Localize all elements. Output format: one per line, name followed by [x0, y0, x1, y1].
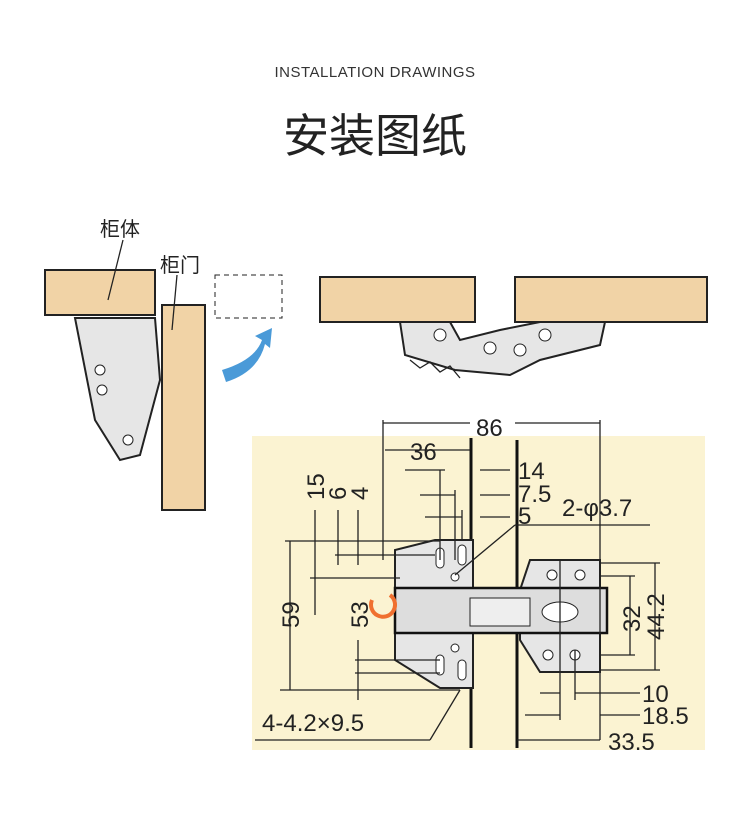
- dimension-drawing: 86 36 14 7.5 5 2-φ3.7 15 6 4 59 53 32 44…: [252, 415, 705, 756]
- top-view-drawing: [319, 276, 708, 379]
- dim-6: 6: [325, 487, 352, 500]
- open-door-outline: [214, 274, 283, 319]
- side-view-drawing: 柜体 柜门: [44, 217, 283, 511]
- dim-4: 4: [347, 487, 374, 500]
- dim-5: 5: [518, 503, 531, 530]
- hinge-arm-side: [73, 317, 162, 462]
- door-label: 柜门: [160, 253, 200, 277]
- watermark-logo: [369, 593, 398, 619]
- dim-86: 86: [476, 415, 503, 442]
- spring-icon: [409, 359, 461, 379]
- left-panel: [319, 276, 476, 323]
- subtitle: INSTALLATION DRAWINGS: [274, 64, 476, 81]
- dim-53: 53: [347, 601, 374, 628]
- hinge-top-view: [398, 321, 607, 377]
- door-panel: [161, 304, 206, 511]
- dim-10: 10: [642, 681, 669, 708]
- dim-44-2: 44.2: [643, 593, 670, 640]
- leader-door: [171, 274, 178, 331]
- rotate-arrow-icon: [222, 328, 272, 382]
- hole-spec-top: 2-φ3.7: [562, 495, 632, 522]
- cabinet-label: 柜体: [100, 217, 140, 241]
- page-title: 安装图纸: [283, 109, 467, 163]
- dim-7-5: 7.5: [518, 481, 551, 508]
- dim-18-5: 18.5: [642, 703, 689, 730]
- dim-14: 14: [518, 458, 545, 485]
- dim-59: 59: [278, 601, 305, 628]
- leader-cabinet: [107, 239, 124, 301]
- dim-15: 15: [303, 473, 330, 500]
- slot-spec: 4-4.2×9.5: [262, 710, 364, 737]
- dim-32: 32: [619, 605, 646, 632]
- cabinet-panel: [44, 269, 156, 316]
- dim-33-5: 33.5: [608, 729, 655, 756]
- right-panel: [514, 276, 708, 323]
- dim-36: 36: [410, 439, 437, 466]
